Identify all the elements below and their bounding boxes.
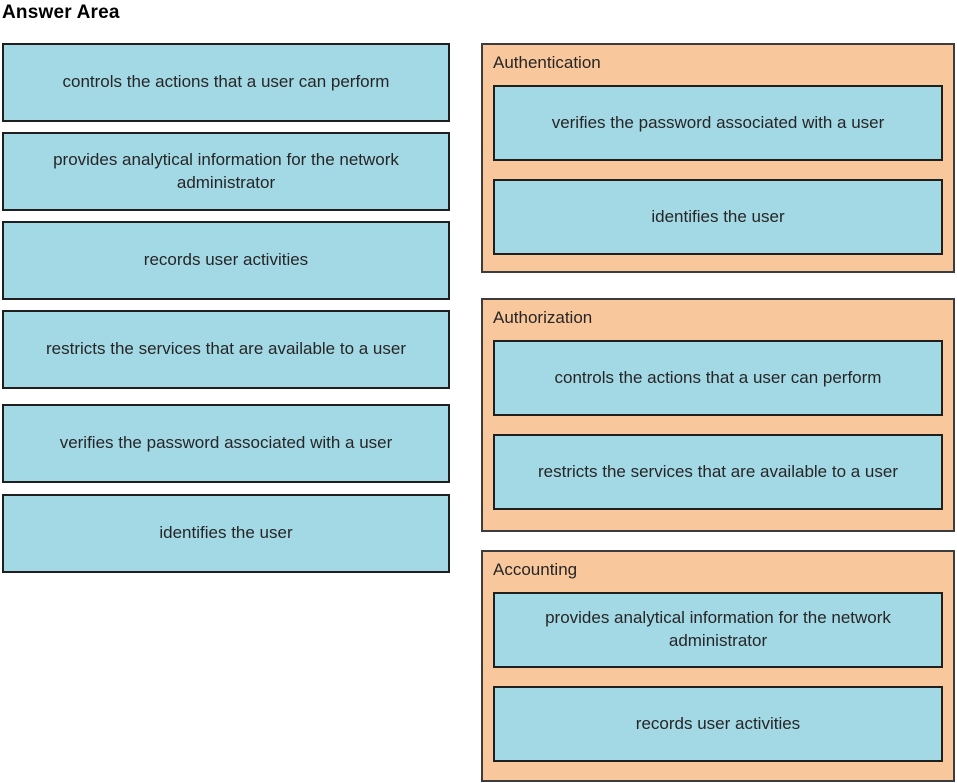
- source-tile-identifies-user[interactable]: identifies the user: [2, 494, 450, 573]
- category-accounting-label: Accounting: [493, 560, 578, 579]
- placed-tile-restricts-services[interactable]: restricts the services that are availabl…: [493, 434, 943, 510]
- category-authorization[interactable]: Authorization controls the actions that …: [481, 298, 955, 532]
- category-authentication[interactable]: Authentication verifies the password ass…: [481, 43, 955, 273]
- category-authentication-label: Authentication: [493, 53, 601, 72]
- placed-tile-analytical-info[interactable]: provides analytical information for the …: [493, 592, 943, 668]
- category-accounting[interactable]: Accounting provides analytical informati…: [481, 550, 955, 782]
- answer-area-title: Answer Area: [2, 2, 120, 23]
- source-tile-analytical-info[interactable]: provides analytical information for the …: [2, 132, 450, 211]
- source-tile-restricts-services[interactable]: restricts the services that are availabl…: [2, 310, 450, 389]
- placed-tile-records-activities[interactable]: records user activities: [493, 686, 943, 762]
- source-tile-controls-actions[interactable]: controls the actions that a user can per…: [2, 43, 450, 122]
- source-tile-verifies-password[interactable]: verifies the password associated with a …: [2, 404, 450, 483]
- category-authorization-label: Authorization: [493, 308, 593, 327]
- placed-tile-identifies-user[interactable]: identifies the user: [493, 179, 943, 255]
- placed-tile-verifies-password[interactable]: verifies the password associated with a …: [493, 85, 943, 161]
- placed-tile-controls-actions[interactable]: controls the actions that a user can per…: [493, 340, 943, 416]
- source-tile-records-activities[interactable]: records user activities: [2, 221, 450, 300]
